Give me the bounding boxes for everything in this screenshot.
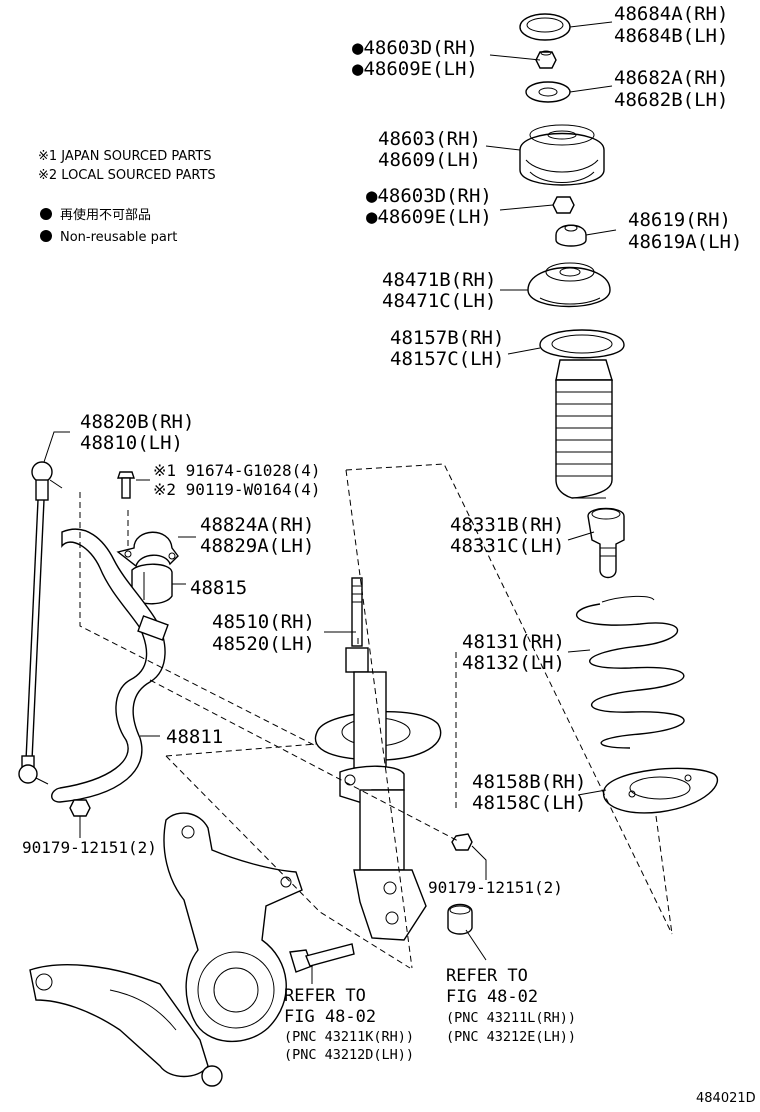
shock-absorber-part [314,577,442,941]
lower-insulator-part [602,767,719,814]
dust-cap-part [519,13,571,41]
label-48603: 48603(RH) [378,128,481,150]
refer-left-line4: (PNC 43212D(LH)) [284,1047,414,1063]
label-48603d-mid: ●48603D(RH) [366,185,492,207]
label-48684b: 48684B(LH) [614,25,728,47]
bullet-icon [40,208,52,220]
label-48815: 48815 [190,577,247,599]
label-48619a: 48619A(LH) [628,231,742,253]
strut-support-part [519,124,605,186]
refer-left-line3: (PNC 43211K(RH)) [284,1029,414,1045]
nut-part [447,903,473,935]
label-48609e-mid: ●48609E(LH) [366,206,492,228]
label-48158b: 48158B(RH) [472,771,586,793]
stopper-part [555,224,587,247]
label-48824a: 48824A(RH) [200,514,314,536]
label-90179-right: 90179-12151(2) [428,878,563,897]
bellows-boot-part [555,359,613,499]
label-48158c: 48158C(LH) [472,792,586,814]
refer-right-line2: FIG 48-02 [446,987,538,1007]
nut-part [451,833,473,851]
label-48811: 48811 [166,726,223,748]
nut-part [69,799,91,817]
label-48619: 48619(RH) [628,209,731,231]
refer-left-line2: FIG 48-02 [284,1007,376,1027]
label-48603d-top: ●48603D(RH) [352,37,478,59]
label-48157c: 48157C(LH) [390,348,504,370]
label-48682b: 48682B(LH) [614,89,728,111]
label-48471b: 48471B(RH) [382,269,496,291]
label-48331b: 48331B(RH) [450,514,564,536]
refer-right-line3: (PNC 43211L(RH)) [446,1010,576,1026]
label-48609e-top: ●48609E(LH) [352,58,478,80]
label-48331c: 48331C(LH) [450,535,564,557]
bracket-part [116,531,179,568]
note-non-reusable-jp: 再使用不可部品 [60,207,151,223]
label-48684a: 48684A(RH) [614,3,728,25]
label-48510: 48510(RH) [212,611,315,633]
label-48829a: 48829A(LH) [200,535,314,557]
label-48131: 48131(RH) [462,631,565,653]
label-90119: ※2 90119-W0164(4) [153,480,321,499]
nut-part [552,196,575,214]
stabilizer-link-part [18,461,63,785]
lower-arm-part [29,964,223,1087]
spring-seat-part [527,262,611,308]
note-non-reusable-en: Non-reusable part [60,230,177,245]
label-91674: ※1 91674-G1028(4) [153,461,321,480]
label-48157b: 48157B(RH) [390,327,504,349]
label-48810: 48810(LH) [80,432,183,454]
bolt-part [289,943,355,973]
steering-knuckle-part [163,812,303,1043]
insulator-part [539,329,625,359]
label-48682a: 48682A(RH) [614,67,728,89]
bump-stop-part [587,507,625,579]
label-48520: 48520(LH) [212,633,315,655]
bullet-icon [40,230,52,242]
refer-right-line4: (PNC 43212E(LH)) [446,1029,576,1045]
coil-spring-part [576,595,685,749]
figure-code: 484021D [696,1091,756,1106]
label-48132: 48132(LH) [462,652,565,674]
label-48609: 48609(LH) [378,149,481,171]
refer-left-line1: REFER TO [284,986,366,1006]
bolt-part [117,471,135,499]
refer-right-line1: REFER TO [446,966,528,986]
note-japan-sourced: ※1 JAPAN SOURCED PARTS [38,149,212,164]
note-local-sourced: ※2 LOCAL SOURCED PARTS [38,168,216,183]
washer-part [525,81,571,103]
label-90179-left: 90179-12151(2) [22,838,157,857]
stabilizer-bar-part [51,528,169,803]
label-48820b: 48820B(RH) [80,411,194,433]
label-48471c: 48471C(LH) [382,290,496,312]
